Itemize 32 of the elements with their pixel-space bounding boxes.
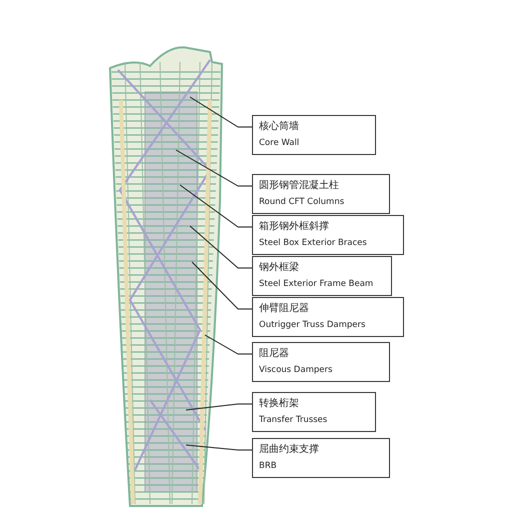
leader-line bbox=[192, 262, 252, 310]
english-label: Outrigger Truss Dampers bbox=[259, 319, 366, 332]
leader-line bbox=[204, 334, 252, 354]
chinese-label: 钢外框梁 bbox=[259, 261, 300, 275]
chinese-label: 核心筒墙 bbox=[259, 120, 300, 134]
callout-box bbox=[252, 115, 376, 155]
callout-box bbox=[252, 342, 390, 382]
chinese-label: 转换桁架 bbox=[259, 397, 300, 411]
english-label: Core Wall bbox=[259, 137, 300, 150]
leader-line bbox=[186, 404, 252, 410]
callout-box bbox=[252, 256, 392, 296]
chinese-label: 阻尼器 bbox=[259, 347, 290, 361]
leader-line bbox=[180, 184, 252, 228]
callout-box bbox=[252, 297, 404, 337]
callout-box bbox=[252, 438, 390, 478]
chinese-label: 圆形钢管混凝土柱 bbox=[259, 179, 340, 193]
chinese-label: 屈曲约束支撑 bbox=[259, 443, 320, 457]
leader-line bbox=[186, 444, 252, 450]
chinese-label: 箱形钢外框斜撑 bbox=[259, 220, 330, 234]
english-label: Round CFT Columns bbox=[259, 196, 346, 209]
callout-box bbox=[252, 392, 376, 432]
english-label: Viscous Dampers bbox=[259, 364, 334, 377]
english-label: Steel Box Exterior Braces bbox=[259, 237, 368, 250]
callout-box bbox=[252, 215, 404, 255]
leader-line bbox=[176, 150, 252, 186]
english-label: Steel Exterior Frame Beam bbox=[259, 278, 374, 291]
callout-box bbox=[252, 174, 390, 214]
english-label: Transfer Trusses bbox=[259, 414, 328, 427]
leader-line bbox=[190, 96, 252, 128]
english-label: BRB bbox=[259, 460, 278, 473]
leader-line bbox=[190, 226, 252, 268]
chinese-label: 伸臂阻尼器 bbox=[259, 302, 310, 316]
